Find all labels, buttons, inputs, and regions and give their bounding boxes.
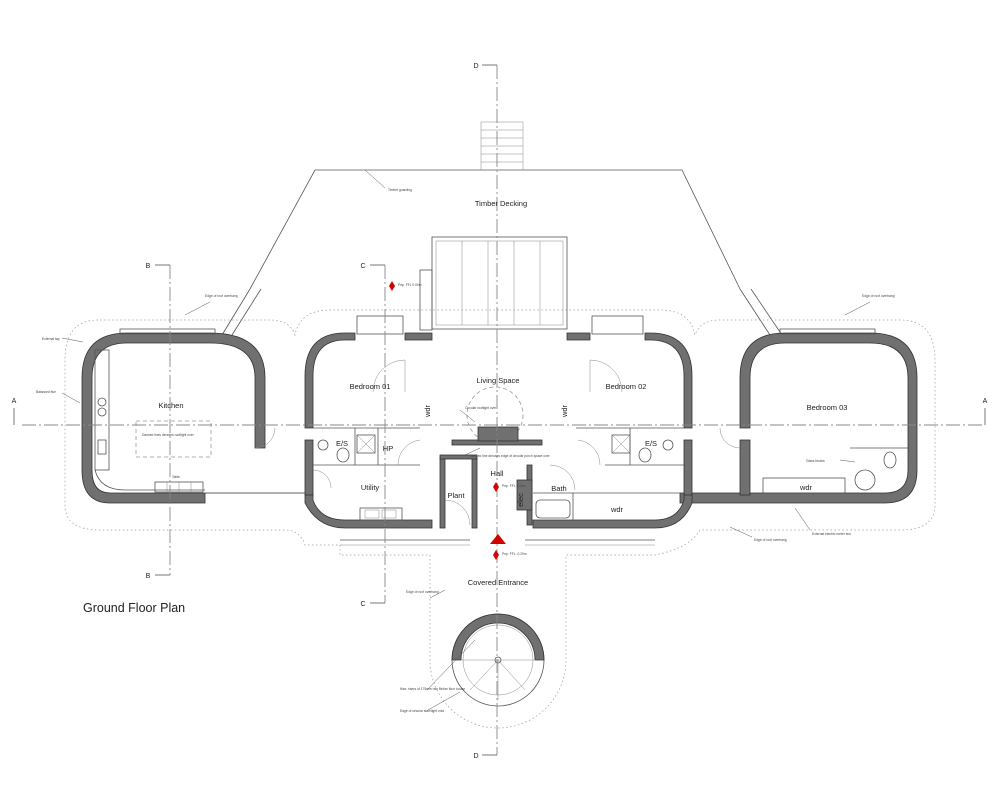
room-label-wdr-right: wdr bbox=[560, 404, 569, 418]
room-label-wdr-left: wdr bbox=[423, 404, 432, 418]
room-label-hp: HP bbox=[383, 444, 393, 453]
room-label-es-left: E/S bbox=[336, 439, 348, 448]
spiral-stair bbox=[451, 613, 545, 707]
partitions bbox=[94, 269, 908, 546]
leader-lines bbox=[61, 169, 871, 711]
note-table: Table bbox=[172, 475, 180, 479]
room-label-wdr-bath: wdr bbox=[610, 505, 624, 514]
utility-bottom-wall bbox=[205, 492, 433, 529]
section-marker-d-top: D bbox=[473, 63, 478, 70]
note-glass-blocks: Glass blocks bbox=[806, 459, 825, 463]
note-external-meter: External electric meter box bbox=[812, 532, 851, 536]
section-marker-c-top: C bbox=[360, 263, 365, 270]
note-ffl-living: Pep. FFL 0.00m bbox=[398, 283, 422, 287]
note-external-tap: External tap bbox=[42, 337, 60, 341]
note-roof-overhang-right-bottom: Edge of roof overhang bbox=[754, 538, 787, 542]
section-marker-c-bottom: C bbox=[360, 601, 365, 608]
bedroom-01-wall bbox=[304, 332, 356, 429]
room-label-kitchen: Kitchen bbox=[158, 401, 183, 410]
timber-decking-outline bbox=[221, 121, 783, 336]
note-roof-overhang-kitchen: Edge of roof overhang bbox=[205, 294, 238, 298]
room-label-plant: Plant bbox=[447, 491, 465, 500]
section-marker-b-top: B bbox=[146, 263, 151, 270]
section-marker-d-bottom: D bbox=[473, 753, 478, 760]
bedroom-02-wall bbox=[644, 332, 693, 429]
roof-overhang-outline bbox=[64, 309, 936, 729]
bedroom-03-wall bbox=[679, 332, 918, 504]
note-roof-overhang-entrance: Edge of roof overhang bbox=[406, 590, 439, 594]
section-marker-b-bottom: B bbox=[146, 573, 151, 580]
note-stair-risers: Max. risers of 175mm rise Below floor ho… bbox=[400, 687, 465, 691]
note-circular-rooflight: Circular rooflight over bbox=[465, 406, 497, 410]
drawing-title: Ground Floor Plan bbox=[83, 601, 185, 615]
note-ffl-hall: Pep. FFL 0.00m bbox=[502, 484, 526, 488]
note-stair-void: Edge of circular stair/light void bbox=[400, 709, 444, 713]
note-dashed-circular: Dashed line denotes edge of circular por… bbox=[470, 454, 551, 458]
level-markers bbox=[389, 281, 506, 560]
room-label-hall: Hall bbox=[491, 469, 504, 478]
section-marker-a-left: A bbox=[12, 398, 17, 405]
entrance-arrow-icon bbox=[490, 534, 506, 544]
room-label-wdr-bed3: wdr bbox=[799, 483, 813, 492]
room-label-es-right: E/S bbox=[645, 439, 657, 448]
room-label-bedroom-02: Bedroom 02 bbox=[606, 382, 647, 391]
room-label-bath: Bath bbox=[551, 484, 566, 493]
room-label-covered-entrance: Covered Entrance bbox=[468, 578, 528, 587]
note-ffl-entrance: Pep. FFL -0.20m bbox=[502, 552, 527, 556]
room-label-timber-decking: Timber Decking bbox=[475, 199, 527, 208]
note-timber-guarding: Timber guarding bbox=[388, 188, 412, 192]
bedroom-01-top-wall bbox=[404, 332, 433, 341]
section-lines bbox=[13, 64, 986, 756]
room-label-living-space: Living Space bbox=[477, 376, 520, 385]
living-top-wall bbox=[566, 332, 591, 341]
room-label-elec: elec bbox=[516, 493, 525, 507]
walls bbox=[81, 332, 918, 529]
room-label-bedroom-01: Bedroom 01 bbox=[350, 382, 391, 391]
room-label-bedroom-03: Bedroom 03 bbox=[807, 403, 848, 412]
note-roof-overhang-bed3: Edge of roof overhang bbox=[862, 294, 895, 298]
room-label-utility: Utility bbox=[361, 483, 380, 492]
note-balanced-flue: Balanced flue bbox=[36, 390, 56, 394]
note-dashed-kitchen: Dashed lines denotes rooflight over bbox=[142, 433, 195, 437]
section-marker-a-right: A bbox=[983, 398, 988, 405]
